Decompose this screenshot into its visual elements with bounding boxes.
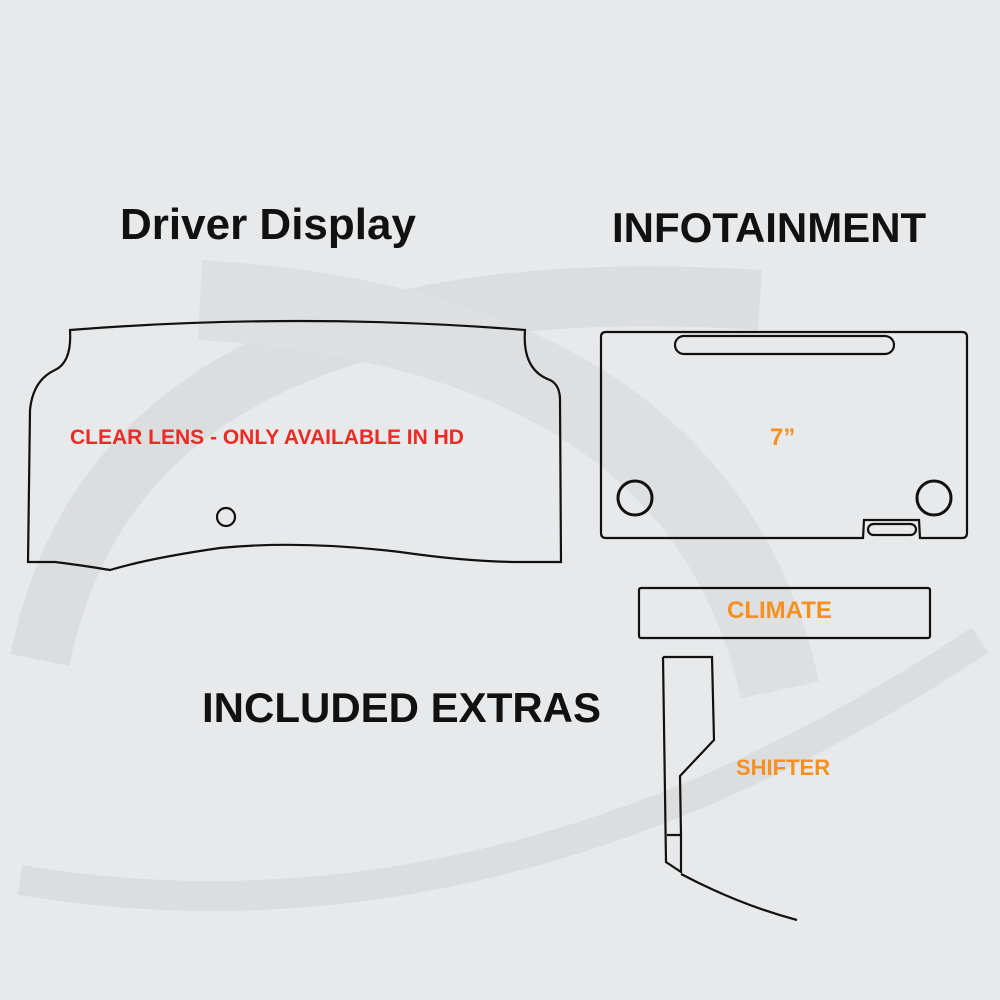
driver-display-sensor-hole — [215, 506, 237, 528]
included-extras-heading: INCLUDED EXTRAS — [202, 684, 602, 731]
infotainment-right-knob — [915, 479, 953, 517]
driver-lens-label: CLEAR LENS - ONLY AVAILABLE IN HD — [70, 426, 464, 449]
infotainment-outline — [599, 330, 969, 540]
infotainment-top-slot — [673, 334, 896, 356]
shifter-label: SHIFTER — [736, 755, 831, 780]
climate-label: CLIMATE — [727, 597, 832, 624]
infotainment-left-knob — [616, 479, 654, 517]
shifter-outline — [661, 655, 798, 922]
screen-size-label: 7” — [770, 424, 796, 451]
infotainment-bottom-slot — [866, 522, 918, 537]
background-logo-watermark — [10, 260, 989, 911]
driver-display-outline — [26, 319, 563, 572]
climate-outline — [637, 586, 932, 640]
driver-display-heading: Driver Display — [120, 200, 416, 249]
infotainment-heading: INFOTAINMENT — [612, 204, 927, 251]
